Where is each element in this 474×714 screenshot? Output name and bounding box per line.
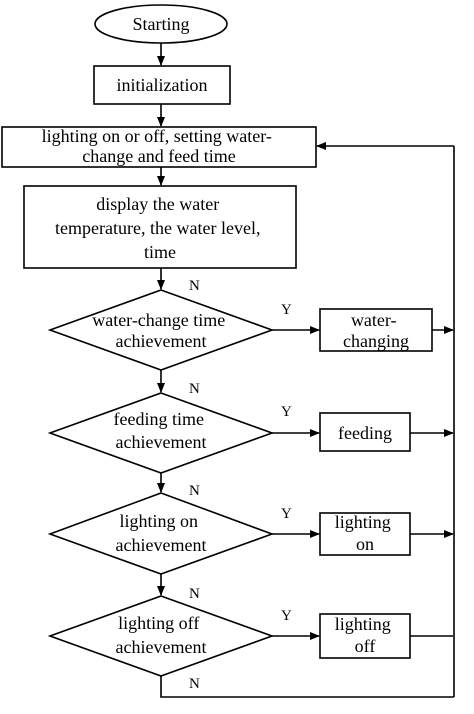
feeding-label: feeding xyxy=(338,423,392,443)
display-box xyxy=(23,185,297,269)
start-label: Starting xyxy=(133,14,190,34)
lighting-off-box xyxy=(319,613,411,659)
yes-label: Y xyxy=(281,302,292,318)
lighting-off-label: lighting off xyxy=(335,614,396,656)
no-label: N xyxy=(189,278,200,294)
water-change-decision-label: water-change time achievement xyxy=(92,310,230,351)
water-changing-box xyxy=(319,308,433,352)
no-label: N xyxy=(189,586,200,602)
lighting-on-decision-label: lighting on achievement xyxy=(116,511,207,555)
feeding-decision-label: feeding time achievement xyxy=(114,409,209,452)
water-change-decision xyxy=(47,289,275,371)
feeding-box xyxy=(319,412,411,452)
lighting-off-decision-label: lighting off achievement xyxy=(116,613,207,657)
no-label: N xyxy=(189,381,200,397)
initialization-label: initialization xyxy=(117,75,208,95)
settings-box xyxy=(1,126,317,168)
settings-label: lighting on or off, setting water- chang… xyxy=(42,126,277,166)
water-changing-label: water- changing xyxy=(343,310,409,351)
initialization-box xyxy=(93,65,231,105)
yes-label: Y xyxy=(281,506,292,522)
yes-label: Y xyxy=(281,404,292,420)
lighting-on-decision xyxy=(47,492,275,575)
lighting-off-decision xyxy=(47,595,275,677)
no-loop-line xyxy=(160,676,454,698)
lighting-on-label: lighting on xyxy=(335,512,396,554)
no-label: N xyxy=(189,676,200,692)
no-label: N xyxy=(189,483,200,499)
display-label: display the water temperature, the water… xyxy=(55,194,265,262)
yes-label: Y xyxy=(281,608,292,624)
lighting-on-box xyxy=(319,512,411,556)
